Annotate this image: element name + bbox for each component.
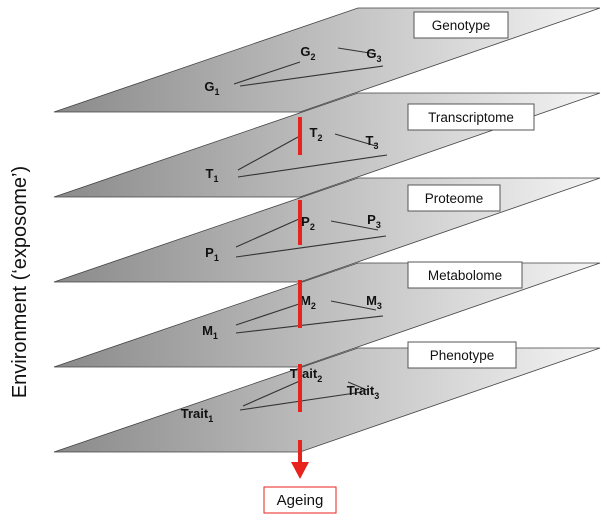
node-link [337,47,377,55]
node-link [330,300,377,311]
layer-label: Transcriptome [428,110,514,125]
layer-label: Metabolome [428,268,502,283]
node-p1: P1 [205,245,219,263]
node-g1: G1 [204,79,219,97]
ageing-label: Ageing [277,492,324,509]
layer-label: Genotype [432,18,491,33]
node-link [233,61,301,85]
node-m3: M3 [366,293,382,311]
node-link [237,136,299,171]
node-t1: T1 [206,166,219,184]
layer-label-box [407,341,517,369]
node-trait1: Trait1 [181,406,213,424]
node-link [347,381,368,391]
node-link [242,379,303,407]
layer-label-box [407,103,535,131]
node-link [239,65,384,87]
node-link [235,303,300,326]
layer-plane [53,347,601,453]
node-m1: M1 [202,323,218,341]
layer-label: Proteome [425,191,484,206]
ageing-arrow [291,440,309,479]
node-g3: G3 [366,46,381,64]
layer-label-box [407,261,523,289]
node-t3: T3 [366,133,379,151]
node-p3: P3 [367,212,381,230]
node-m2: M2 [300,293,316,311]
node-link [237,154,388,178]
node-trait3: Trait3 [347,383,379,401]
node-link [235,235,387,258]
layer-plane [53,262,601,368]
layer-label: Phenotype [430,348,495,363]
node-t2: T2 [310,125,323,143]
layer-label-box [407,184,501,212]
node-trait2: Trait2 [290,366,322,384]
node-link [235,218,300,248]
y-axis-label: Environment (‘exposome’) [9,166,31,398]
node-g2: G2 [300,44,315,62]
node-link [330,220,379,231]
ageing-box [263,486,337,514]
node-link [334,133,377,147]
layer-label-box [413,11,509,39]
node-p2: P2 [301,214,315,232]
node-link [235,315,384,334]
